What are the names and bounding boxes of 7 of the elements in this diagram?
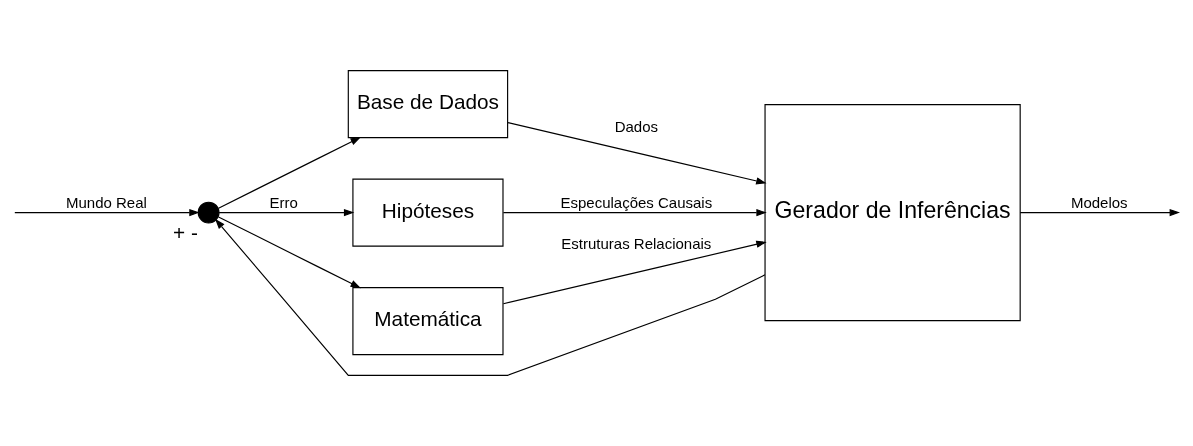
edge-label: Especulações Causais [560, 194, 713, 212]
edge-label: Estruturas Relacionais [561, 234, 712, 252]
edge-label: Dados [614, 118, 659, 136]
edge-label: Erro [269, 194, 298, 212]
edge-label: Mundo Real [66, 194, 147, 212]
node-label: + - [173, 220, 198, 244]
edge-label: Modelos [1070, 194, 1128, 212]
